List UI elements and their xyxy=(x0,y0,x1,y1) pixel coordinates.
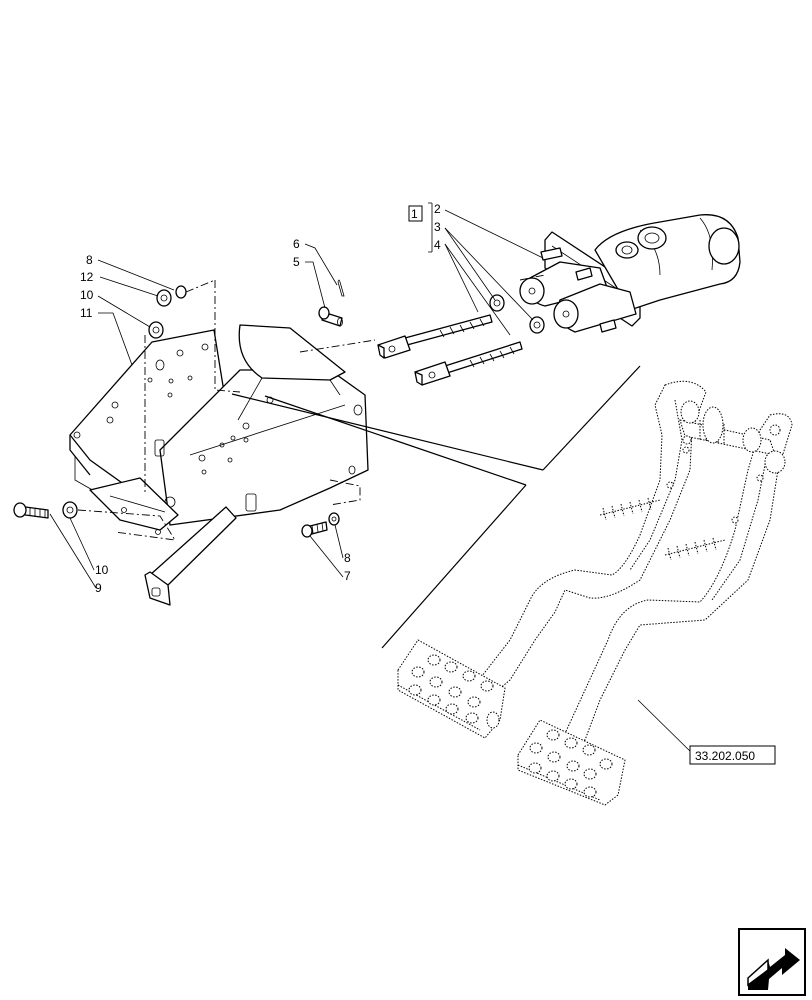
callout-1: 1 xyxy=(411,207,418,221)
callout-12: 12 xyxy=(80,270,94,284)
callout-box-1 xyxy=(408,205,423,222)
leader-lines xyxy=(49,202,696,757)
cotter-pin xyxy=(337,279,345,297)
reference-label: 33.202.050 xyxy=(695,749,755,763)
callout-labels: 1 2 3 4 6 5 8 12 10 11 10 9 8 7 xyxy=(80,202,441,595)
callout-4: 4 xyxy=(434,238,441,252)
pushrod-upper xyxy=(377,314,493,359)
right-pedal-pad-bumps xyxy=(528,729,613,798)
next-page-arrow-icon[interactable] xyxy=(738,928,806,996)
callout-9: 9 xyxy=(95,581,102,595)
nuts xyxy=(489,294,545,334)
callout-5: 5 xyxy=(293,255,300,269)
clevis-pin xyxy=(318,306,343,327)
callout-6: 6 xyxy=(293,237,300,251)
construction-lines xyxy=(77,274,546,541)
callout-10-top: 10 xyxy=(80,288,94,302)
callout-2: 2 xyxy=(434,202,441,216)
callout-8-top: 8 xyxy=(86,253,93,267)
detail-separator xyxy=(231,365,641,649)
master-cylinder xyxy=(519,214,741,333)
callout-11: 11 xyxy=(80,306,93,320)
fasteners-right xyxy=(301,512,340,538)
callout-3: 3 xyxy=(434,220,441,234)
pedal-bracket xyxy=(69,324,369,606)
pushrod-lower xyxy=(414,341,523,386)
callout-7: 7 xyxy=(344,569,351,583)
reference-box[interactable]: 33.202.050 xyxy=(689,745,776,765)
pedal-assembly xyxy=(397,380,793,806)
callout-10-bottom: 10 xyxy=(95,563,109,577)
left-pedal-pad-bumps xyxy=(408,654,500,729)
fasteners-left xyxy=(13,285,187,519)
callout-8-bottom: 8 xyxy=(344,551,351,565)
